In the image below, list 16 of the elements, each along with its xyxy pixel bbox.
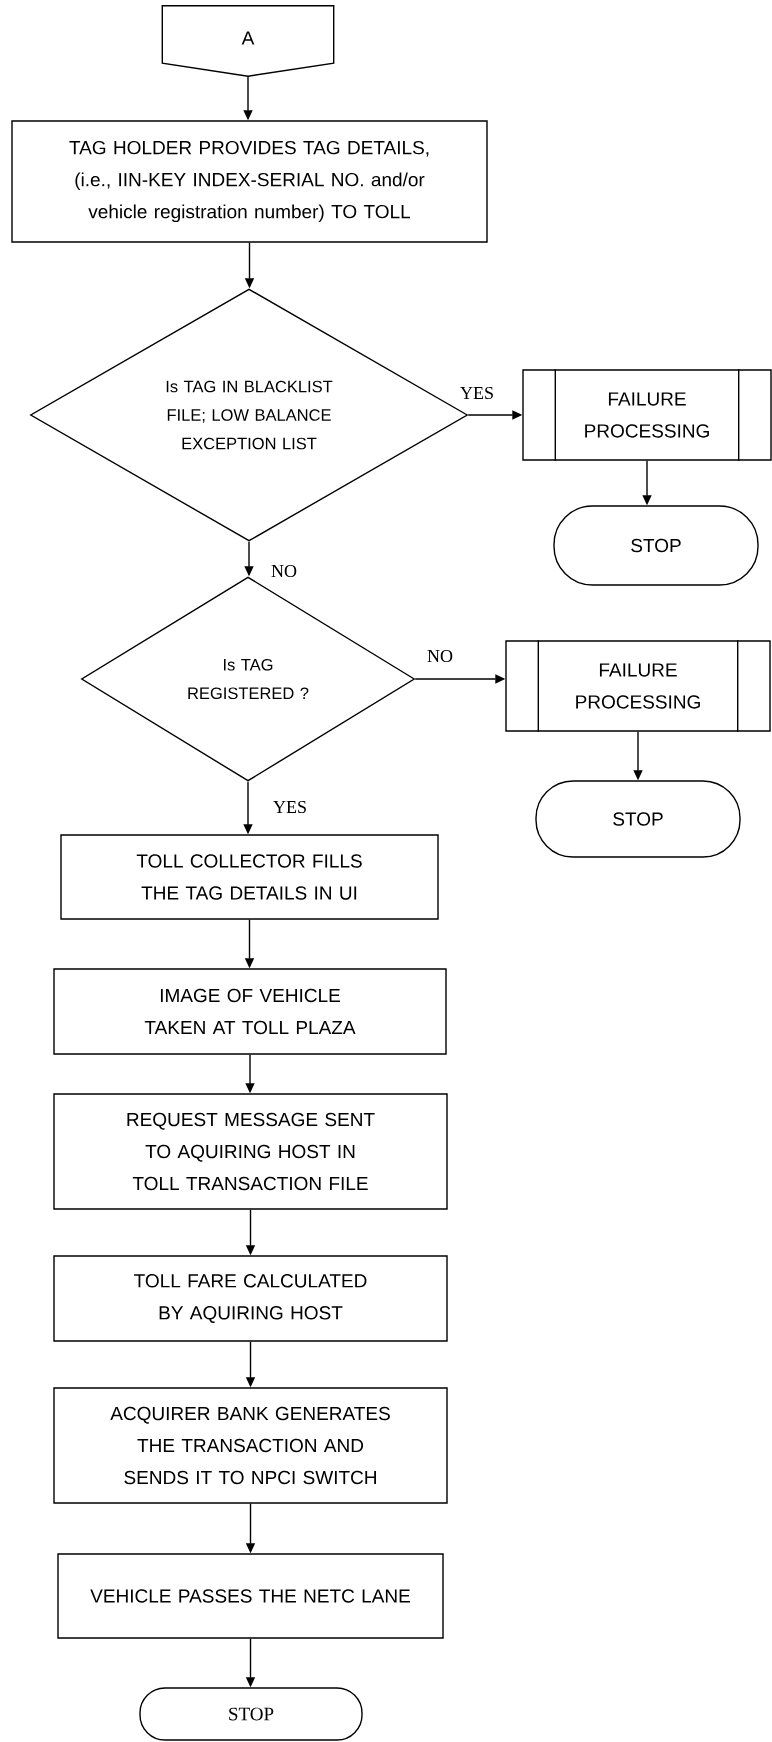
terminal-box: STOP	[139, 1687, 363, 1741]
edge-label: NO	[426, 648, 454, 664]
predefined-process-box: FAILURE PROCESSING	[505, 639, 771, 733]
process-box: IMAGE OF VEHICLE TAKEN AT TOLL PLAZA	[53, 968, 447, 1055]
predefined-process-box: FAILURE PROCESSING	[522, 368, 772, 462]
process-box: VEHICLE PASSES THE NETC LANE	[57, 1553, 444, 1639]
edge-label: YES	[272, 799, 308, 815]
off-page-connector: A	[161, 5, 335, 77]
terminal-box: STOP	[553, 505, 759, 586]
process-box: ACQUIRER BANK GENERATES THE TRANSACTION AND SENDS IT TO NPCI SWITCH	[53, 1387, 448, 1504]
process-box: TOLL COLLECTOR FILLS THE TAG DETAILS IN UI	[60, 834, 439, 920]
process-box: TOLL FARE CALCULATED BY AQUIRING HOST	[53, 1255, 448, 1342]
process-box: TAG HOLDER PROVIDES TAG DETAILS, (i.e., IIN-KEY INDEX-SERIAL NO. and/or vehicle registration number) TO TOLL	[11, 120, 488, 243]
process-box: REQUEST MESSAGE SENT TO AQUIRING HOST IN TOLL TRANSACTION FILE	[53, 1093, 448, 1210]
terminal-box: STOP	[535, 780, 741, 858]
edge-label: NO	[270, 563, 298, 579]
